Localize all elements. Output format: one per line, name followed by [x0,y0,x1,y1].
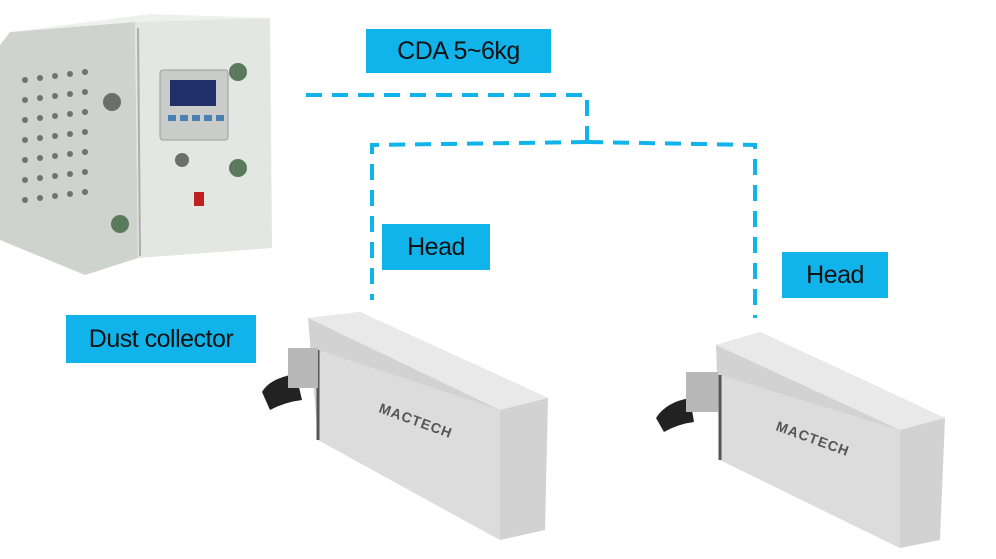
head-label-right: Head [782,252,888,298]
head-label-left: Head [382,224,490,270]
dust-collector-cabinet [0,14,272,275]
cda-label: CDA 5~6kg [366,29,551,73]
air-line [306,93,757,318]
head-unit-left: MACTECH [262,312,548,540]
dust-collector-label: Dust collector [66,315,256,363]
head-unit-right: MACTECH [656,332,945,548]
